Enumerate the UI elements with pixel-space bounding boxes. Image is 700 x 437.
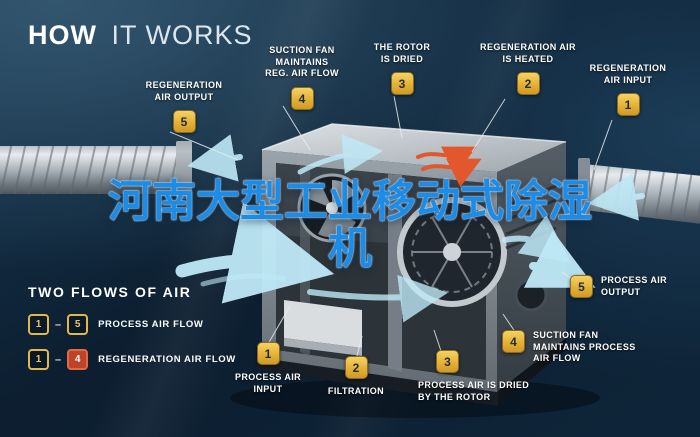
callout-badge: 1 [256, 342, 280, 365]
overlay-title: 河南大型工业移动式除湿 机 [0, 177, 700, 273]
left-duct [0, 141, 192, 199]
legend-dash: – [55, 353, 62, 366]
legend-dash: – [55, 318, 62, 331]
callout-filtration: 2 FILTRATION [312, 356, 400, 398]
legend-label: REGENERATION AIR FLOW [98, 354, 236, 365]
airflow-arrows [175, 134, 645, 323]
callout-regeneration-air-heated: REGENERATION AIR IS HEATED 2 [468, 42, 588, 96]
overlay-title-line2: 机 [328, 223, 372, 273]
page-title: HOW IT WORKS [28, 20, 253, 51]
callout-process-air-input: 1 PROCESS AIR INPUT [222, 342, 314, 395]
callout-label: PROCESS AIR INPUT [234, 372, 302, 394]
callout-label: THE ROTOR IS DRIED [373, 42, 431, 64]
overlay-title-line1: 河南大型工业移动式除湿 [108, 177, 592, 226]
callout-suction-fan-process: 4 SUCTION FAN MAINTAINS PROCESS AIR FLOW [502, 330, 636, 365]
legend-badge-to: 5 [67, 314, 89, 335]
legend: TWO FLOWS OF AIR 1 – 5 PROCESS AIR FLOW … [28, 284, 236, 370]
legend-badge-to: 4 [67, 349, 89, 370]
callout-rotor-dried: THE ROTOR IS DRIED 3 [357, 42, 447, 96]
callout-process-air-output: 5 PROCESS AIR OUTPUT [570, 275, 667, 298]
callout-suction-fan-reg: SUCTION FAN MAINTAINS REG. AIR FLOW 4 [246, 45, 358, 111]
callout-regeneration-air-output: REGENERATION AIR OUTPUT 5 [128, 80, 240, 134]
callout-label: FILTRATION [327, 386, 385, 396]
callout-badge: 4 [290, 87, 314, 111]
callout-badge: 4 [502, 330, 525, 353]
callout-badge: 3 [390, 72, 414, 96]
callout-badge: 3 [436, 350, 459, 373]
callout-label: PROCESS AIR OUTPUT [601, 275, 668, 297]
callout-badge: 5 [172, 110, 196, 134]
title-strong: HOW [28, 20, 97, 50]
legend-label: PROCESS AIR FLOW [98, 319, 204, 330]
title-light: IT WORKS [111, 20, 253, 50]
callout-label: REGENERATION AIR INPUT [589, 63, 667, 85]
callout-label: PROCESS AIR IS DRIED BY THE ROTOR [418, 380, 530, 402]
callout-badge: 2 [344, 356, 368, 379]
callout-label: SUCTION FAN MAINTAINS REG. AIR FLOW [265, 45, 339, 79]
legend-row-regeneration: 1 – 4 REGENERATION AIR FLOW [28, 349, 236, 370]
legend-title: TWO FLOWS OF AIR [28, 284, 192, 300]
callout-regeneration-air-input: REGENERATION AIR INPUT 1 [576, 63, 680, 117]
callout-process-air-dried: 3 PROCESS AIR IS DRIED BY THE ROTOR [418, 350, 568, 403]
callout-label: REGENERATION AIR IS HEATED [480, 42, 576, 64]
machine-illustration [230, 123, 600, 418]
callout-label: SUCTION FAN MAINTAINS PROCESS AIR FLOW [533, 330, 636, 364]
legend-badge-from: 1 [28, 349, 49, 370]
callout-badge: 5 [570, 275, 593, 298]
callout-label: REGENERATION AIR OUTPUT [145, 80, 223, 102]
legend-row-process: 1 – 5 PROCESS AIR FLOW [28, 314, 236, 335]
legend-badge-from: 1 [28, 314, 49, 335]
callout-badge: 2 [516, 72, 540, 96]
heater-arrows [416, 146, 482, 188]
callout-badge: 1 [616, 93, 640, 117]
